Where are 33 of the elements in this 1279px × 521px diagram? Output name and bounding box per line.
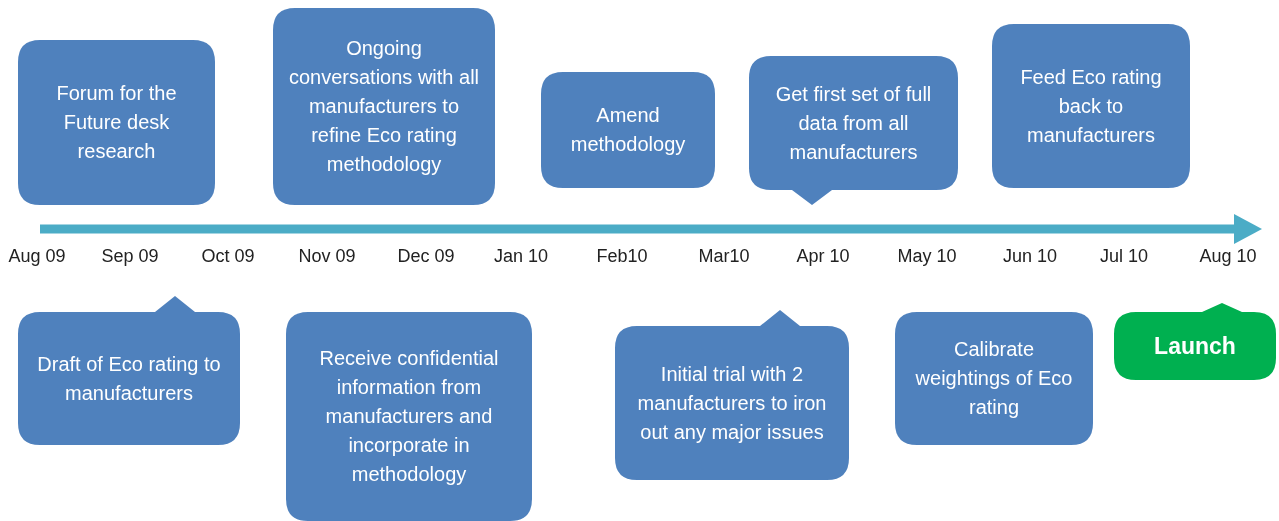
month-label: Jun 10 xyxy=(1003,246,1057,267)
month-label: Aug 10 xyxy=(1199,246,1257,267)
month-label: Aug 09 xyxy=(8,246,66,267)
callout-text: Forum for the Future desk research xyxy=(55,81,178,164)
callout-box xyxy=(541,72,715,188)
callout-box xyxy=(286,312,532,521)
month-label: Nov 09 xyxy=(298,246,356,267)
callout-text: Draft of Eco rating to manufacturers xyxy=(36,351,222,406)
month-label: Jul 10 xyxy=(1100,246,1148,267)
launch-text: Launch xyxy=(1154,331,1236,361)
callout-text: Feed Eco rating back to manufacturers xyxy=(1019,64,1163,148)
month-label: Mar10 xyxy=(698,246,750,267)
callout-text: Amend methodology xyxy=(569,103,687,157)
month-label: Dec 09 xyxy=(397,246,455,267)
month-label: Apr 10 xyxy=(796,246,850,267)
month-label: Feb10 xyxy=(596,246,648,267)
callout-box xyxy=(18,296,240,445)
month-label: May 10 xyxy=(897,246,957,267)
callout-text: Get first set of full data from all manufacturers xyxy=(774,81,933,165)
callout-box xyxy=(18,40,215,205)
launch-box xyxy=(1114,303,1276,380)
callout-text: Initial trial with 2 manufacturers to iron out any major issues xyxy=(636,361,828,445)
month-label: Oct 09 xyxy=(201,246,255,267)
callout-text: Calibrate weightings of Eco rating xyxy=(914,337,1074,420)
callout-text: Receive confidential information from manufacturers and incorporate in methodology xyxy=(318,346,500,487)
month-label: Sep 09 xyxy=(101,246,159,267)
callout-box xyxy=(273,8,495,205)
callout-box xyxy=(992,24,1190,188)
callout-box xyxy=(895,312,1093,445)
callout-text: Ongoing conversations with all manufacturers to refine Eco rating methodology xyxy=(287,36,481,177)
callout-box xyxy=(615,310,849,480)
month-label: Jan 10 xyxy=(494,246,548,267)
callout-box xyxy=(749,56,958,205)
